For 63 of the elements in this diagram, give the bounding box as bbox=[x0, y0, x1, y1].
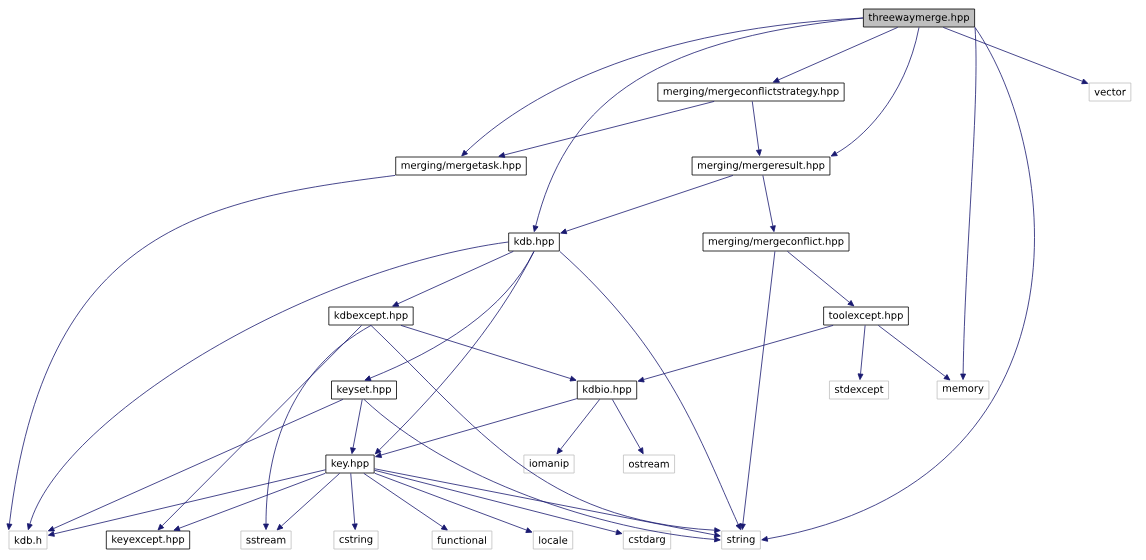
arrow bbox=[559, 251, 741, 531]
file-box: toolexcept.hpp bbox=[823, 306, 909, 326]
arrow bbox=[157, 325, 363, 531]
arrow bbox=[363, 399, 721, 543]
file-box: merging/mergetask.hpp bbox=[395, 156, 527, 176]
file-box: merging/mergeresult.hpp bbox=[691, 156, 831, 176]
arrow bbox=[374, 469, 623, 536]
arrow bbox=[363, 473, 448, 531]
file-box: merging/mergeconflict.hpp bbox=[702, 232, 850, 252]
arrow bbox=[27, 241, 509, 531]
arrow bbox=[772, 27, 899, 83]
arrow bbox=[263, 325, 372, 530]
file-box: kdb.h bbox=[8, 530, 48, 550]
arrow bbox=[350, 399, 363, 454]
arrow bbox=[375, 398, 578, 458]
file-box: stdexcept bbox=[829, 380, 889, 400]
arrow bbox=[857, 325, 866, 380]
file-box: sstream bbox=[240, 530, 292, 550]
arrow bbox=[400, 325, 577, 382]
arrow bbox=[877, 325, 951, 381]
file-box: merging/mergeconflictstrategy.hpp bbox=[657, 82, 845, 102]
file-box: vector bbox=[1088, 82, 1132, 102]
arrow bbox=[173, 472, 326, 531]
arrow bbox=[350, 473, 358, 530]
file-box: keyexcept.hpp bbox=[105, 530, 191, 550]
file-box: key.hpp bbox=[325, 454, 375, 474]
arrow bbox=[637, 325, 834, 383]
arrow bbox=[6, 175, 396, 530]
arrow bbox=[392, 251, 514, 307]
arrow bbox=[532, 17, 864, 232]
arrow bbox=[556, 399, 601, 455]
file-box: threewaymerge.hpp bbox=[863, 8, 975, 28]
arrow bbox=[960, 27, 977, 380]
arrow bbox=[370, 325, 721, 534]
arrow bbox=[374, 468, 721, 538]
arrow bbox=[611, 399, 644, 455]
arrow bbox=[762, 175, 776, 232]
arrow bbox=[498, 101, 715, 158]
file-box: memory bbox=[936, 380, 990, 400]
file-box: kdb.hpp bbox=[508, 232, 560, 252]
file-box: locale bbox=[532, 530, 574, 550]
arrow bbox=[942, 27, 1089, 85]
file-box: keyset.hpp bbox=[331, 380, 397, 400]
arrow bbox=[740, 251, 776, 530]
arrow bbox=[276, 473, 340, 531]
file-box: cstdarg bbox=[622, 530, 672, 550]
arrow bbox=[374, 472, 533, 533]
arrow bbox=[560, 175, 734, 235]
file-box: kdbexcept.hpp bbox=[328, 306, 414, 326]
file-box: cstring bbox=[333, 530, 379, 550]
file-box: ostream bbox=[623, 454, 675, 474]
arrow bbox=[47, 399, 344, 532]
file-box: kdbio.hpp bbox=[576, 380, 638, 400]
arrow bbox=[761, 27, 1035, 542]
arrow bbox=[787, 251, 855, 307]
arrow bbox=[751, 101, 762, 156]
file-box: functional bbox=[431, 530, 493, 550]
file-box: string bbox=[721, 530, 761, 550]
file-box: iomanip bbox=[523, 454, 575, 474]
arrow bbox=[461, 17, 864, 157]
arrow bbox=[48, 469, 326, 537]
arrow bbox=[830, 27, 920, 157]
arrow bbox=[374, 251, 535, 455]
